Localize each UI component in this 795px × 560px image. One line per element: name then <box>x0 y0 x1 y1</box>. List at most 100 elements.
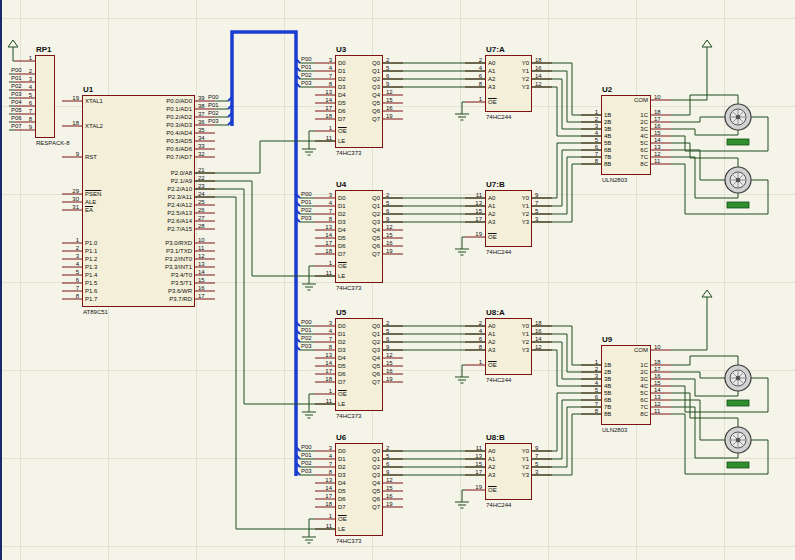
wire <box>309 394 315 412</box>
part-name: AT89C51 <box>83 309 108 316</box>
pin-name: D6 <box>338 243 346 249</box>
pin-name: Q0 <box>372 195 380 201</box>
pin-name: D0 <box>338 195 346 201</box>
pin-name: COM <box>634 347 648 353</box>
pin-name: D1 <box>338 331 346 337</box>
pin-number: 14 <box>654 137 661 143</box>
wire <box>671 393 738 427</box>
pin-name: OE <box>338 263 347 269</box>
pin-number: 6 <box>386 336 389 342</box>
pin-stub <box>315 95 335 96</box>
pin-name: Y0 <box>522 195 529 201</box>
net-label: P00 <box>301 319 312 325</box>
wire <box>9 82 15 83</box>
net-label: P03 <box>301 80 312 86</box>
motor-tick <box>738 173 739 177</box>
pin-name: Q3 <box>372 219 380 225</box>
pin-stub <box>315 394 335 395</box>
bus-entry <box>296 83 300 87</box>
pin-number: 17 <box>475 469 482 475</box>
pin-number: 27 <box>198 215 205 221</box>
pin-name: 5C <box>640 140 648 146</box>
motor-tick <box>733 119 736 122</box>
pin-name: OE <box>338 516 347 522</box>
wire <box>300 326 315 327</box>
pin-name: 3B <box>604 376 611 382</box>
wire-connector <box>383 63 485 87</box>
pin-number: 35 <box>198 127 205 133</box>
pin-number: 1 <box>29 55 32 61</box>
wire <box>300 63 315 64</box>
pin-stub <box>315 334 335 335</box>
pin-number: 16 <box>654 123 661 129</box>
pin-name: P0.6/AD6 <box>166 146 192 152</box>
motor-tick <box>741 180 745 181</box>
pin-stub <box>15 114 35 115</box>
pin-stub <box>15 90 35 91</box>
pin-number: 7 <box>535 200 538 206</box>
pin-number: 12 <box>535 344 542 350</box>
wire <box>671 143 738 167</box>
pin-name: 3C <box>640 376 648 382</box>
pin-number: 14 <box>325 97 332 103</box>
pin-name: P2.2/A10 <box>167 186 192 192</box>
pin-number: 13 <box>325 352 332 358</box>
pin-number: 17 <box>325 368 332 374</box>
bus-entry <box>296 471 300 475</box>
pin-number: 9 <box>386 469 389 475</box>
pin-number: 14 <box>325 485 332 491</box>
bus-entry <box>296 447 300 451</box>
pin-number: 24 <box>198 191 205 197</box>
pin-name: 5C <box>640 390 648 396</box>
pin-number: 7 <box>329 208 332 214</box>
wire <box>462 102 465 114</box>
net-label: P02 <box>301 460 312 466</box>
pin-name: Q1 <box>372 68 380 74</box>
pin-number: 7 <box>535 453 538 459</box>
net-label: P00 <box>301 444 312 450</box>
pin-number: 16 <box>386 105 393 111</box>
wire <box>462 490 465 502</box>
motor-tick <box>740 373 743 376</box>
pin-name: 8B <box>604 161 611 167</box>
pin-name: P2.4/A12 <box>167 202 192 208</box>
part-name: ULN2803 <box>602 427 627 434</box>
pin-name: D3 <box>338 84 346 90</box>
pin-name: OE <box>338 391 347 397</box>
bus-entry <box>296 194 300 198</box>
motor-tick <box>741 440 745 441</box>
pin-name: Y1 <box>522 203 529 209</box>
data-bus <box>232 32 296 476</box>
pin-number: 8 <box>329 216 332 222</box>
net-label: P02 <box>11 83 22 89</box>
pin-stub <box>315 238 335 239</box>
pin-name: Q2 <box>372 339 380 345</box>
pin-number: 9 <box>535 192 538 198</box>
pin-number: 6 <box>29 100 32 106</box>
wire-connector <box>383 451 485 475</box>
pin-number: 8 <box>29 116 32 122</box>
motor-tick <box>733 435 736 438</box>
pin-stub <box>315 63 335 64</box>
pin-name: A1 <box>488 331 495 337</box>
pin-name: A1 <box>488 203 495 209</box>
pin-name: Q3 <box>372 84 380 90</box>
part-name: 74HC244 <box>486 249 511 256</box>
motor-tick <box>741 117 745 118</box>
pin-number: 8 <box>76 293 79 299</box>
motor-tick <box>733 175 736 178</box>
chip-box: U5D03D14D27D38D413D514D617D718OE1LE11Q02… <box>335 318 383 411</box>
pin-name: Q4 <box>372 227 380 233</box>
pin-name: P1.2 <box>85 256 97 262</box>
pin-stub <box>315 475 335 476</box>
bus-entry <box>296 346 300 350</box>
pin-number: 3 <box>535 216 538 222</box>
pin-name: Q3 <box>372 472 380 478</box>
pin-name: Q5 <box>372 235 380 241</box>
pin-stub <box>315 499 335 500</box>
wire <box>309 266 315 284</box>
pin-number: 16 <box>386 368 393 374</box>
ground-symbol <box>302 537 316 543</box>
pin-name: D4 <box>338 355 346 361</box>
pin-number: 11 <box>326 523 332 529</box>
